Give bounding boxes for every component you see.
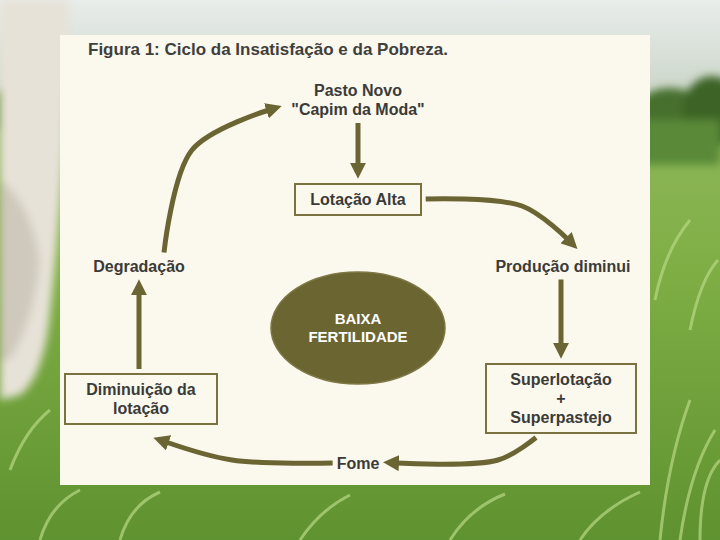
cow-shadow <box>0 180 40 360</box>
cycle-arrow <box>166 442 333 463</box>
stage-label: Produção diminui <box>495 257 630 276</box>
cycle-arrow <box>355 123 360 166</box>
stage-text: Superlotação + Superpastejo <box>506 370 616 427</box>
stage-text: Degradação <box>93 257 185 276</box>
stage-text: Produção diminui <box>495 257 630 276</box>
cycle-arrow <box>559 280 564 346</box>
stage-box: Superlotação + Superpastejo <box>485 363 637 434</box>
stage-label: Degradação <box>93 257 185 276</box>
grass-blade <box>660 400 690 540</box>
grass-blade <box>40 490 80 540</box>
cycle-arrow <box>164 110 269 253</box>
stage-box: Lotação Alta <box>294 183 421 216</box>
cow-head <box>0 0 70 400</box>
grass-blade <box>120 492 160 540</box>
stage-text: Pasto Novo "Capim da Moda" <box>286 81 430 119</box>
figure-title: Figura 1: Ciclo da Insatisfação e da Pob… <box>88 40 448 60</box>
cycle-arrow <box>137 293 142 370</box>
stage-text: BAIXA FERTILIDADE <box>299 310 417 346</box>
fertility-ellipse: BAIXA FERTILIDADE <box>270 271 446 385</box>
tree <box>640 120 720 165</box>
stage-text: Diminuição da lotação <box>76 380 206 418</box>
grass-blade <box>10 410 50 470</box>
grass-blade <box>655 220 690 300</box>
grass-blade <box>690 260 718 330</box>
figure-panel <box>60 35 650 485</box>
grass-blade <box>680 430 715 540</box>
grass-blade <box>450 494 505 540</box>
grass-blade <box>580 492 640 540</box>
ellipse-fill <box>271 272 445 384</box>
stage-label: Pasto Novo "Capim da Moda" <box>286 81 430 119</box>
cow <box>0 0 70 400</box>
cycle-arrow <box>396 438 536 465</box>
stage-label: Fome <box>337 454 380 473</box>
stage-text: Fome <box>337 454 380 473</box>
grass-blade <box>300 495 350 540</box>
grass-blade <box>700 460 720 540</box>
cycle-arrow <box>426 199 568 240</box>
stage-text: Lotação Alta <box>310 190 405 209</box>
stage-box: Diminuição da lotação <box>64 373 218 425</box>
